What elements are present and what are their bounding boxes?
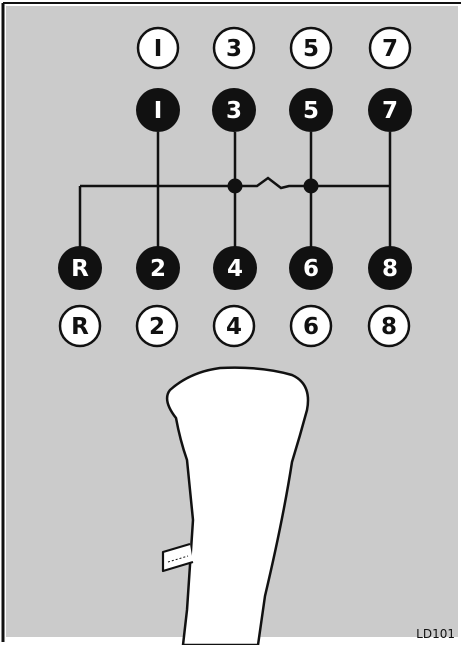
- gear-badge-filled: R: [58, 246, 102, 290]
- gear-badge-filled: 4: [213, 246, 257, 290]
- gear-badge-filled: 2: [136, 246, 180, 290]
- gear-badge-outline: 2: [135, 304, 179, 348]
- gear-label: 8: [381, 314, 397, 340]
- gear-label: 2: [149, 314, 165, 340]
- figure-reference-code: LD101: [416, 627, 455, 641]
- top-row-filled: I 3 5 7: [136, 88, 412, 132]
- bottom-row-filled: R 2 4 6 8: [58, 246, 412, 290]
- gear-badge-outline: R: [58, 304, 102, 348]
- gear-label: 3: [226, 36, 242, 62]
- gear-label: 5: [303, 98, 319, 124]
- gear-badge-filled: I: [136, 88, 180, 132]
- gear-badge-outline: 8: [367, 304, 411, 348]
- gear-label: 7: [382, 36, 398, 62]
- gate-junction-dot: [303, 178, 319, 194]
- gear-lever-collar: [161, 542, 194, 573]
- top-row-outlined: I 3 5 7: [136, 26, 412, 70]
- gear-label: 4: [227, 256, 243, 282]
- gear-badge-outline: 6: [289, 304, 333, 348]
- gear-label: R: [71, 314, 89, 340]
- gear-label: R: [71, 256, 89, 282]
- gear-label: 8: [382, 256, 398, 282]
- gear-badge-filled: 6: [289, 246, 333, 290]
- gear-label: 3: [226, 98, 242, 124]
- gear-badge-outline: 4: [212, 304, 256, 348]
- gear-badge-filled: 3: [212, 88, 256, 132]
- gear-badge-filled: 7: [368, 88, 412, 132]
- gate-junction-dot: [227, 178, 243, 194]
- gear-label: 6: [303, 256, 319, 282]
- gear-lever-collar-detail: [167, 555, 189, 563]
- gear-lever-body: [165, 366, 310, 645]
- gear-badge-filled: 5: [289, 88, 333, 132]
- gear-badge-filled: 8: [368, 246, 412, 290]
- gear-label: 4: [226, 314, 242, 340]
- gear-badge-outline: I: [136, 26, 180, 70]
- gear-label: 2: [150, 256, 166, 282]
- gear-label: 7: [382, 98, 398, 124]
- gear-label: 5: [303, 36, 319, 62]
- gear-lever-knob-icon: [161, 366, 310, 645]
- gear-label: I: [154, 36, 163, 62]
- bottom-row-outlined: R 2 4 6 8: [58, 304, 411, 348]
- gear-badge-outline: 3: [212, 26, 256, 70]
- gear-label: I: [154, 98, 163, 124]
- gear-label: 6: [303, 314, 319, 340]
- gear-badge-outline: 7: [368, 26, 412, 70]
- gear-badge-outline: 5: [289, 26, 333, 70]
